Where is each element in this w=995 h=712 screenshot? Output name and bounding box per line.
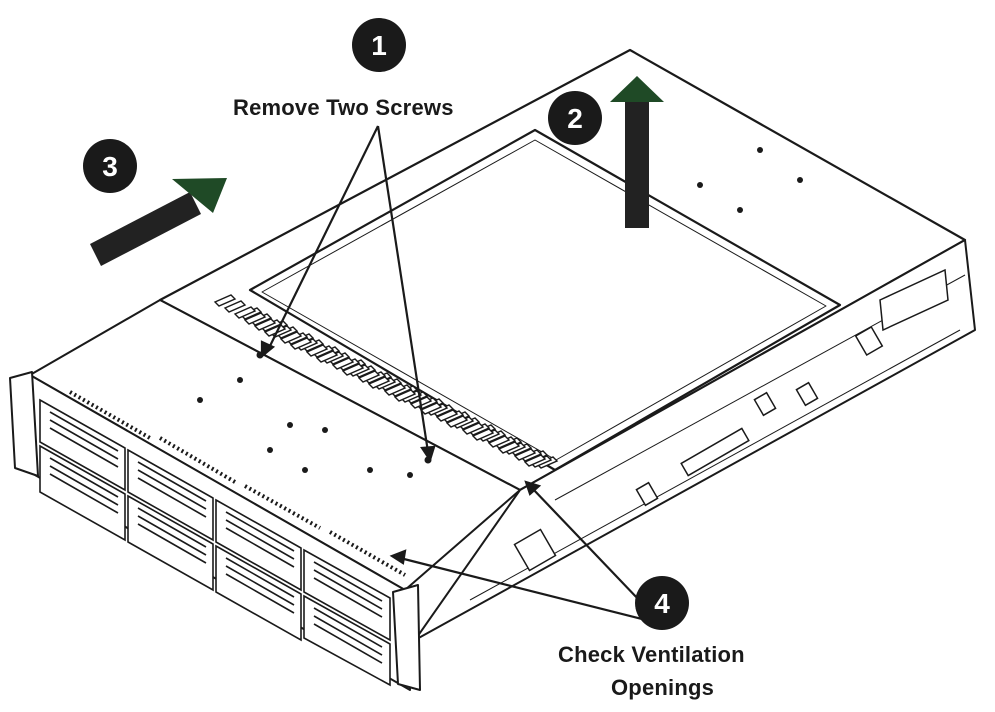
drive-bay <box>303 594 391 687</box>
drive-bay <box>127 448 214 542</box>
side-panel-details <box>513 268 949 572</box>
vent-slot <box>513 448 537 461</box>
front-edge-perforations <box>69 390 406 577</box>
step-badge-4: 4 <box>635 576 689 630</box>
vent-slot <box>471 428 495 441</box>
drive-bay <box>215 544 302 642</box>
drive-bays <box>39 398 391 687</box>
step-number: 4 <box>654 588 670 619</box>
right-rack-ear <box>392 584 421 691</box>
vent-slot <box>487 435 511 448</box>
right-side-panel <box>414 239 976 641</box>
step-badge-2: 2 <box>548 91 602 145</box>
vent-slot <box>523 454 547 467</box>
drive-bay <box>39 398 126 492</box>
vent-slot <box>445 415 469 428</box>
server-chassis <box>9 48 976 691</box>
vent-slot <box>289 337 313 350</box>
vent-slot <box>279 331 303 344</box>
openings-label: Openings <box>611 675 715 700</box>
vent-slot <box>305 344 329 357</box>
vent-slot <box>253 318 277 331</box>
vent-slot <box>223 300 247 313</box>
vent-slot <box>393 389 417 402</box>
check-ventilation-label: Check Ventilation <box>558 642 745 667</box>
step-badge-1: 1 <box>352 18 406 72</box>
vent-slot <box>419 402 443 415</box>
vent-slot <box>331 357 355 370</box>
ventilation-openings <box>213 294 559 469</box>
vent-slot <box>497 441 521 454</box>
vent-slot <box>357 370 381 383</box>
vent-slot <box>213 294 237 307</box>
step-badge-3: 3 <box>83 139 137 193</box>
step-number: 3 <box>102 151 118 182</box>
vent-slot <box>243 312 267 325</box>
screw-holes <box>197 147 803 478</box>
vent-slot <box>341 363 365 376</box>
remove-screws-label: Remove Two Screws <box>233 95 454 120</box>
vent-slot <box>383 383 407 396</box>
vent-slot <box>233 306 257 319</box>
cover-recess-inner <box>261 139 827 461</box>
drive-bay <box>39 444 126 542</box>
left-rack-ear <box>9 371 39 477</box>
up-arrow-icon <box>610 76 664 228</box>
drive-bay <box>215 498 302 592</box>
vent-slot <box>461 422 485 435</box>
step-number: 2 <box>567 103 583 134</box>
vent-slot <box>315 350 339 363</box>
step-number: 1 <box>371 30 387 61</box>
vent-slot <box>435 409 459 422</box>
diagonal-arrow-icon <box>90 178 227 266</box>
drive-bay <box>127 494 214 592</box>
drive-bay <box>303 548 391 642</box>
vent-slot <box>367 376 391 389</box>
